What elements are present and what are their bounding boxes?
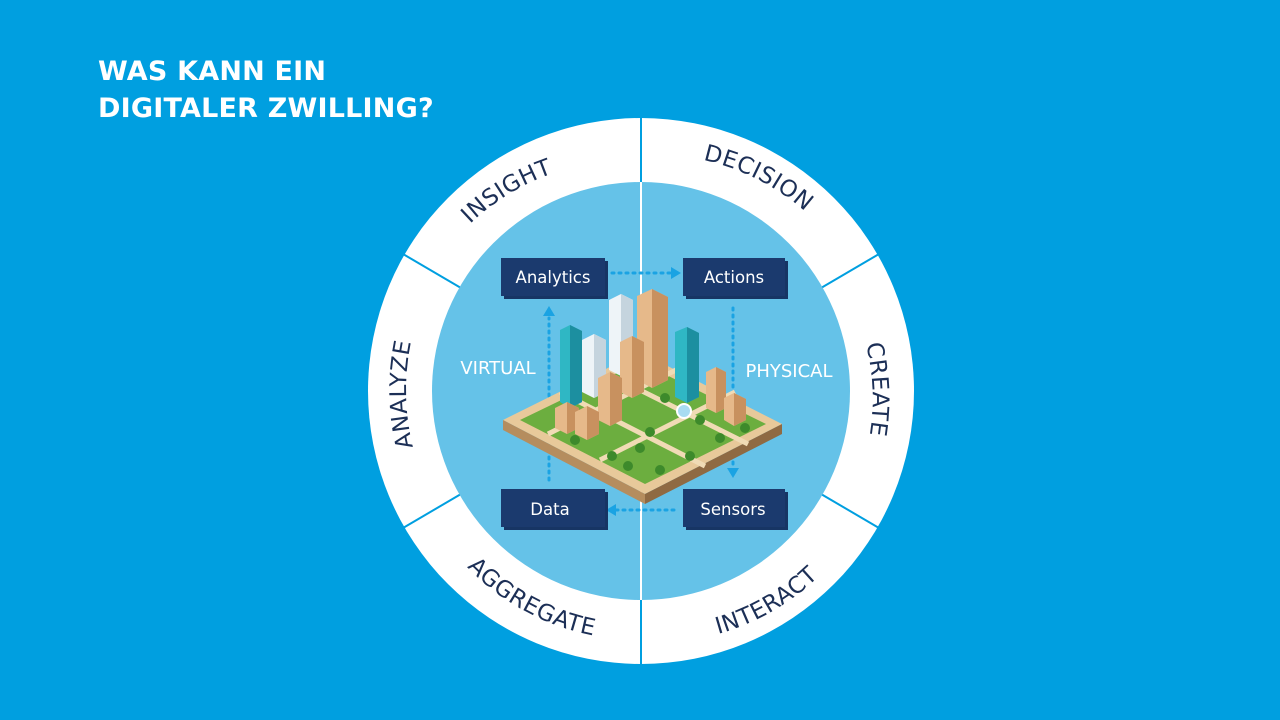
analytics-label: Analytics xyxy=(516,268,591,287)
sensors-label: Sensors xyxy=(700,500,765,519)
analytics-box: Analytics xyxy=(501,258,608,299)
ring-separators xyxy=(402,116,880,666)
arrow-heads xyxy=(543,267,739,516)
data-box: Data xyxy=(501,489,608,530)
physical-label: PHYSICAL xyxy=(745,361,832,382)
sensors-box: Sensors xyxy=(683,489,788,530)
actions-box: Actions xyxy=(683,258,788,299)
title-line-1: WAS KANN EIN xyxy=(98,56,327,87)
page-title: WAS KANN EIN DIGITALER ZWILLING? xyxy=(98,53,434,127)
isometric-city-icon xyxy=(503,289,782,504)
actions-label: Actions xyxy=(704,268,764,287)
virtual-label: VIRTUAL xyxy=(460,358,535,379)
title-line-2: DIGITALER ZWILLING? xyxy=(98,93,434,124)
data-label: Data xyxy=(530,500,569,519)
